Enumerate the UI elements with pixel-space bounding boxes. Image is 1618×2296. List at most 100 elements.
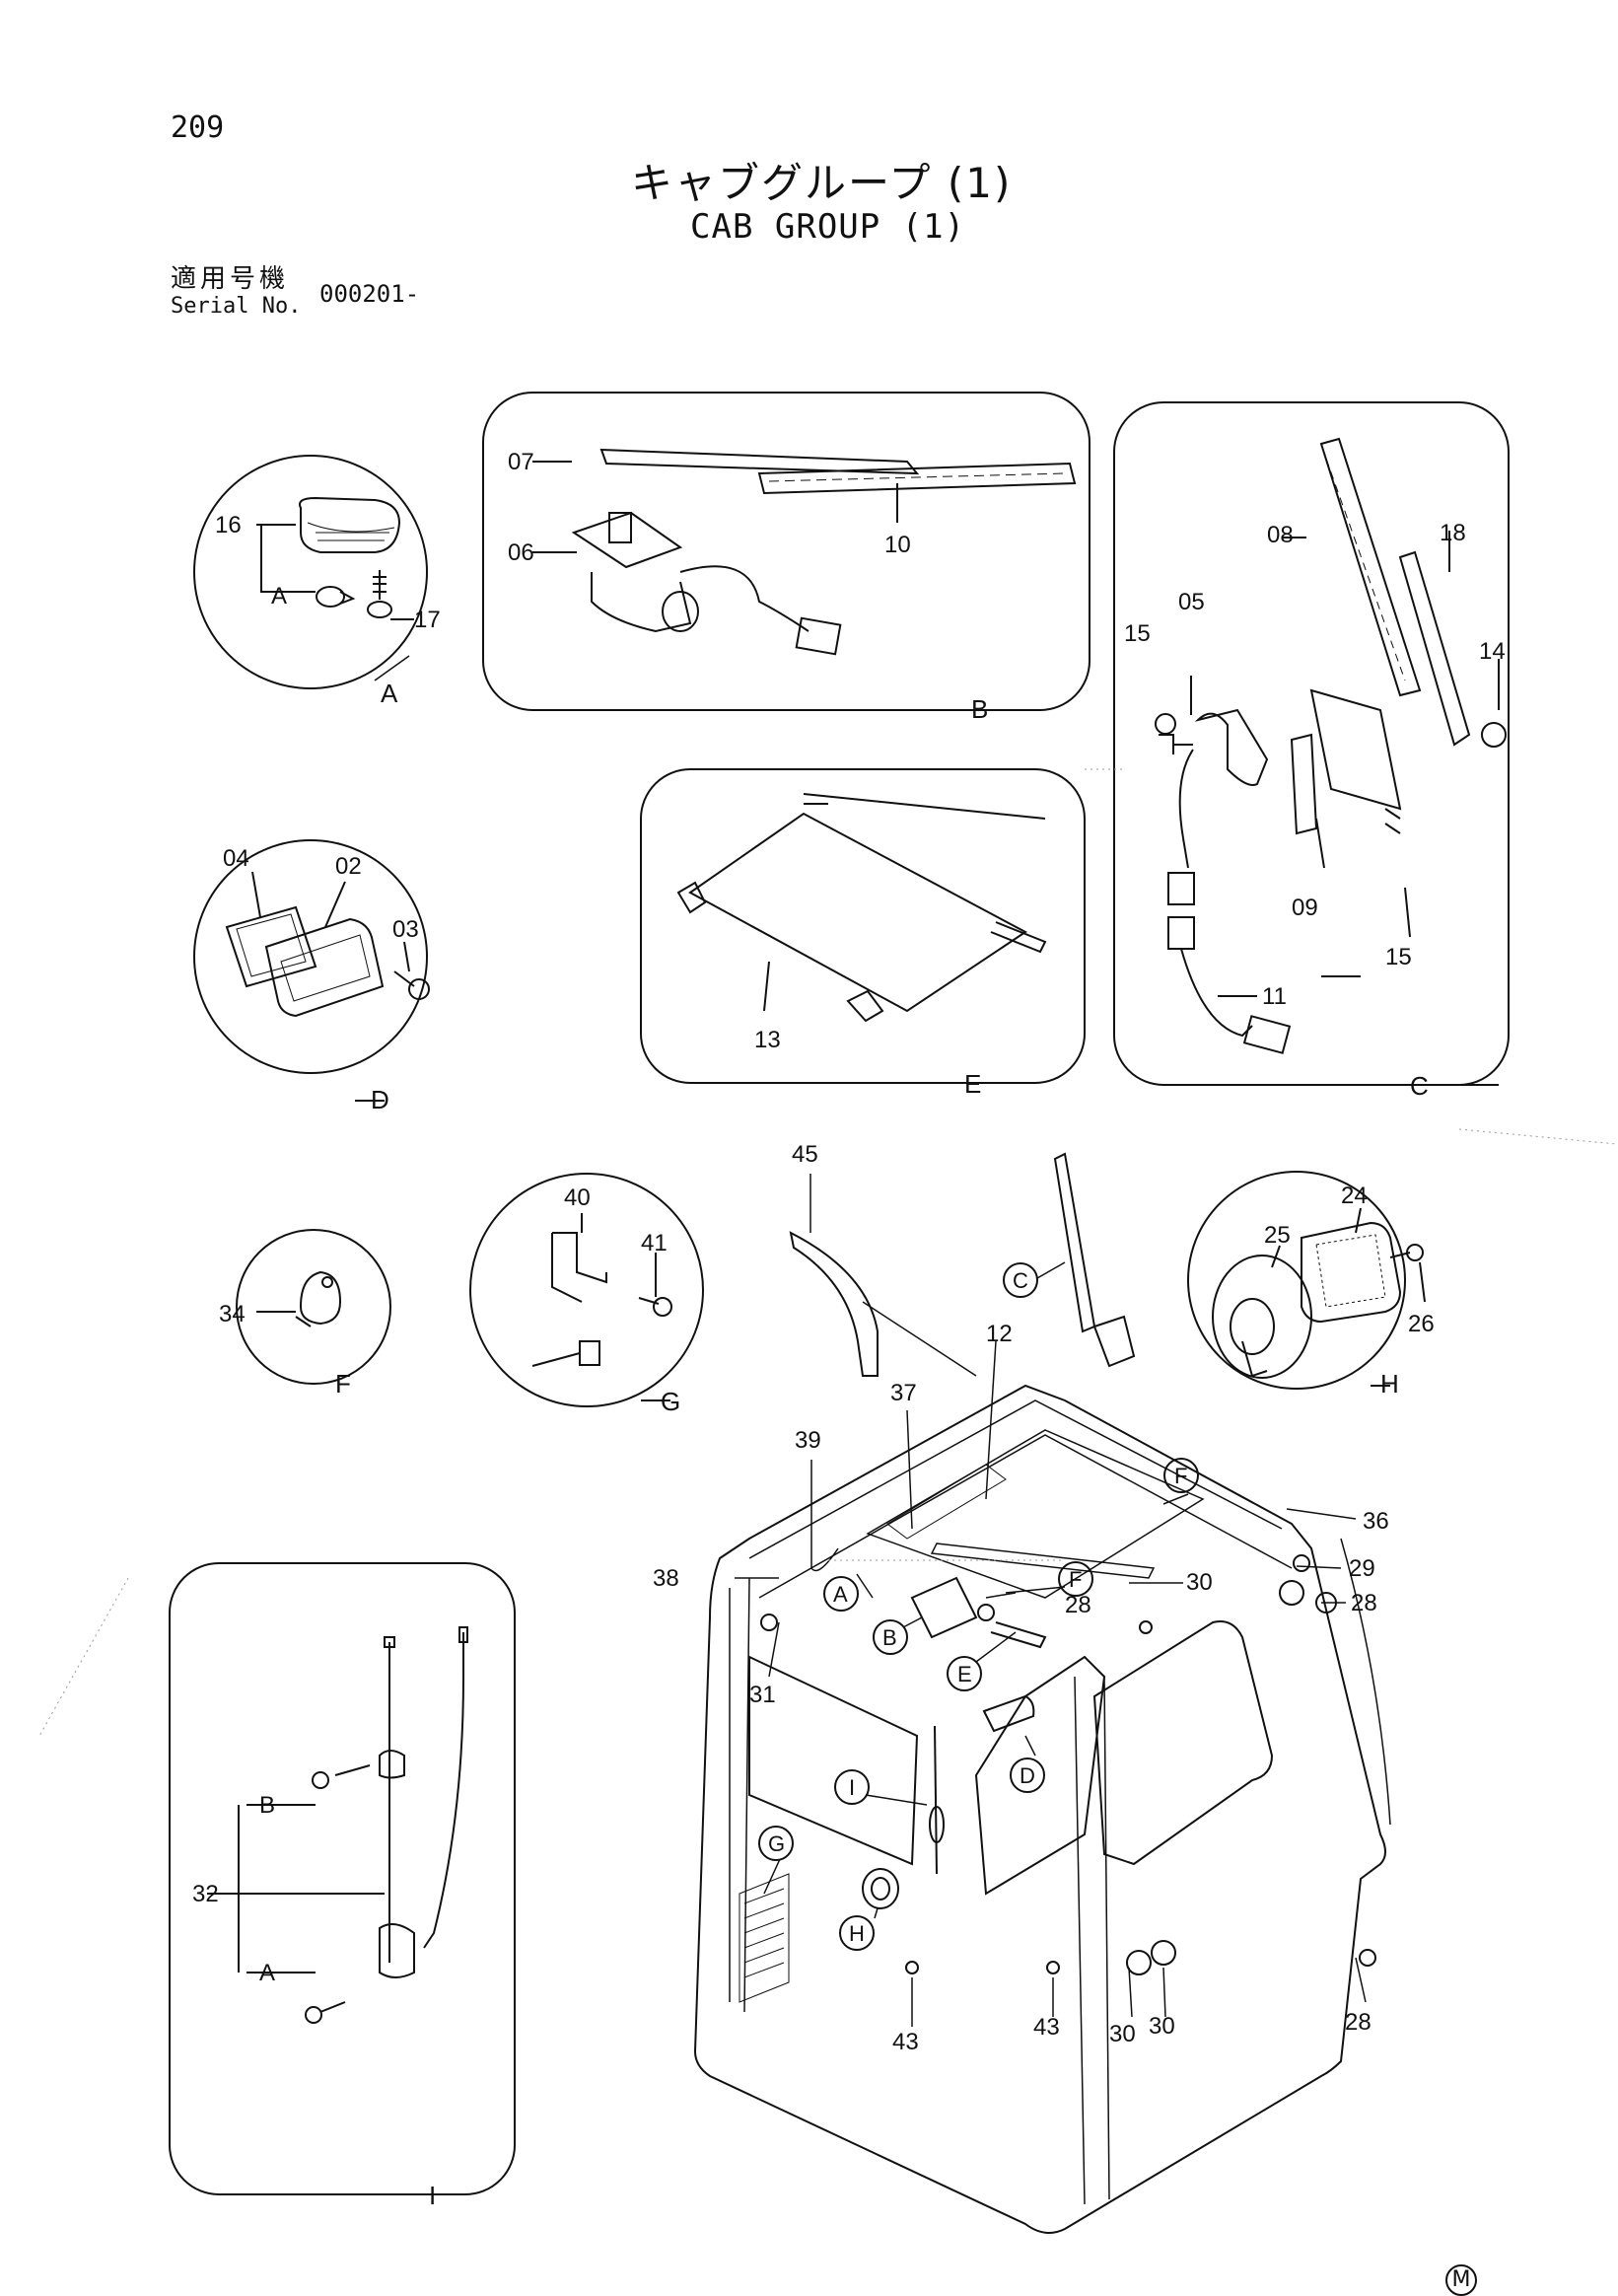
door-window-shape [1092, 1620, 1274, 1866]
part-number-17: 17 [414, 607, 441, 633]
detail-view-f: 34 F [219, 1229, 391, 1399]
part-number-43-right: 43 [1033, 2014, 1060, 2041]
callout-b-label: B [882, 1625, 897, 1650]
part-number-11: 11 [1262, 983, 1287, 1010]
detail-c-frame [1113, 401, 1510, 1086]
sunshade-shape [688, 812, 1027, 1013]
part-number-04: 04 [223, 845, 249, 872]
part-number-31: 31 [749, 1682, 776, 1708]
callout-f-roof-label: F [1174, 1464, 1187, 1488]
rain-gutter-shape [789, 1231, 879, 1377]
detail-label-a: A [381, 679, 398, 708]
rear-wiper-blade-shape [1319, 437, 1422, 697]
front-left-window-shape [748, 1655, 919, 1866]
page-number: 209 [171, 110, 225, 145]
detail-view-b: 07 06 10 B [482, 392, 1090, 724]
part-number-14: 14 [1479, 638, 1506, 665]
mount-plate-shape [1309, 688, 1402, 811]
callout-c-label: C [1013, 1268, 1028, 1293]
callout-a: A [823, 1576, 859, 1612]
rear-connector-shape [1167, 872, 1195, 905]
detail-label-c: C [1410, 1071, 1429, 1101]
page-title-japanese: キャブグループ (1) [631, 159, 1013, 207]
part-number-08: 08 [1267, 522, 1294, 548]
callout-e: E [947, 1656, 982, 1691]
rear-wiper-arm-shape [1398, 550, 1471, 747]
detail-i-sub-label-a: A [259, 1960, 275, 1986]
wiper-blade-shape [757, 462, 1077, 495]
part-number-05: 05 [1178, 589, 1205, 615]
part-number-41: 41 [641, 1230, 668, 1256]
speaker-grille-shape [1301, 1221, 1402, 1324]
callout-g-label: G [768, 1831, 785, 1856]
part-number-28-right: 28 [1351, 1590, 1377, 1616]
callout-h-label: H [849, 1921, 865, 1946]
part-number-02: 02 [335, 853, 362, 880]
part-number-30-left: 30 [1109, 2021, 1136, 2047]
detail-label-g: G [661, 1387, 680, 1416]
serial-label-japanese: 適用号機 [171, 264, 290, 294]
part-number-26: 26 [1408, 1311, 1435, 1337]
part-number-15-lower: 15 [1385, 944, 1412, 970]
part-number-09: 09 [1292, 895, 1318, 921]
part-number-39: 39 [795, 1427, 821, 1454]
detail-view-c: 08 18 05 15 14 09 15 11 C [1113, 401, 1510, 1101]
callout-b: B [873, 1619, 908, 1655]
main-wiper-shape [930, 1543, 1156, 1579]
detail-h-frame [1187, 1171, 1406, 1390]
callout-h: H [839, 1915, 875, 1951]
callout-f-cab: F [1058, 1561, 1093, 1597]
callout-d: D [1010, 1758, 1045, 1793]
detail-label-h: H [1380, 1369, 1399, 1399]
part-number-30-upper: 30 [1186, 1569, 1213, 1596]
part-number-16: 16 [215, 512, 242, 538]
part-number-07: 07 [508, 449, 534, 475]
cab-body-shape [693, 1384, 1386, 2234]
part-number-28-bottom: 28 [1345, 2009, 1372, 2036]
serial-number-value: 000201- [319, 280, 420, 308]
part-number-24: 24 [1341, 1183, 1368, 1209]
part-number-38: 38 [653, 1565, 679, 1592]
part-number-43-left: 43 [892, 2029, 919, 2055]
part-number-12: 12 [986, 1321, 1013, 1347]
detail-view-h: 25 24 26 H [1187, 1171, 1435, 1399]
page-title: CAB GROUP (1) [690, 207, 966, 247]
roof-hatch-shape [866, 1429, 1205, 1599]
detail-g-frame [469, 1173, 704, 1407]
part-number-13: 13 [754, 1027, 781, 1053]
main-cab-view: 45 12 37 39 36 29 30 28 38 28 31 43 43 3… [653, 1141, 1391, 2234]
detail-label-d: D [371, 1085, 389, 1114]
lamp-body-shape [299, 496, 401, 553]
detail-a-frame [193, 455, 428, 689]
serial-label: Serial No. [171, 294, 302, 319]
part-number-29: 29 [1349, 1555, 1375, 1582]
bulb-shape [316, 586, 345, 608]
callout-i: I [834, 1769, 870, 1805]
part-number-06: 06 [508, 539, 534, 566]
detail-f-frame [236, 1229, 391, 1385]
detail-view-d: 04 02 03 D [193, 839, 430, 1114]
bracket-shape [552, 1232, 607, 1284]
part-number-25: 25 [1264, 1222, 1291, 1249]
detail-e-frame [640, 768, 1086, 1084]
dome-light-shape [299, 1270, 342, 1326]
detail-view-g: 40 41 G [469, 1173, 704, 1416]
wiper-motor-plate [571, 511, 683, 569]
detail-a-sub-label: A [271, 583, 287, 610]
main-rear-wiper-shape [1053, 1152, 1096, 1333]
harness-connector-shape [1242, 1015, 1292, 1054]
callout-d-label: D [1020, 1763, 1035, 1788]
part-number-03: 03 [392, 916, 419, 943]
part-number-40: 40 [564, 1184, 591, 1211]
part-number-15-upper: 15 [1124, 620, 1151, 647]
switch-connector-shape [579, 1340, 600, 1366]
detail-i-frame [169, 1562, 516, 2195]
detail-view-a: 16 A 17 A [193, 455, 441, 708]
callout-g: G [758, 1826, 794, 1861]
detail-b-frame [482, 392, 1090, 711]
room-lamp-shape [264, 917, 385, 1018]
part-number-36: 36 [1363, 1508, 1389, 1535]
part-number-37: 37 [890, 1380, 917, 1406]
detail-view-i: B 32 A I [169, 1562, 516, 2210]
